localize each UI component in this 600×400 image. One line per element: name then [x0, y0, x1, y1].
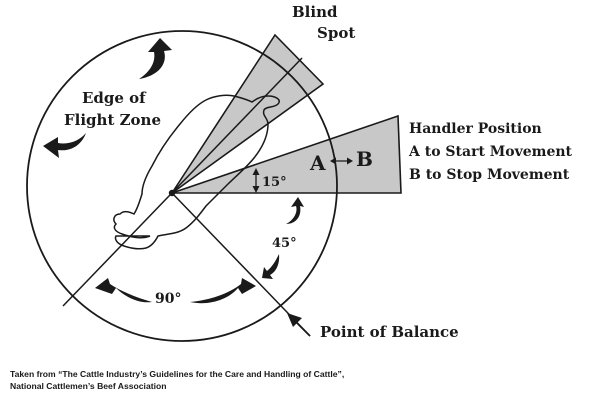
angle-90-arrow-left-icon: [95, 278, 152, 303]
caption-line2: National Cattlemen’s Beef Association: [10, 381, 167, 391]
handler-label-line1: Handler Position: [409, 121, 542, 137]
a-b-double-arrow-icon: [330, 157, 353, 165]
flight-zone-label-line2: Flight Zone: [64, 111, 161, 129]
angle-90-label: 90°: [155, 291, 181, 307]
flight-zone-label-line1: Edge of: [82, 89, 147, 107]
angle-90-arrow-right-icon: [190, 278, 256, 304]
flight-zone-arrow-down-icon: [43, 133, 86, 158]
flight-zone-arrow-up-icon: [139, 38, 172, 79]
angle-45-label: 45°: [272, 236, 297, 251]
blind-spot-label-line2: Spot: [317, 24, 355, 42]
point-of-balance-arrow-icon: [287, 313, 311, 337]
point-of-balance-label: Point of Balance: [320, 323, 459, 341]
cow-outline: [113, 94, 280, 250]
handler-label-line2: A to Start Movement: [408, 144, 573, 160]
blind-spot-label-line1: Blind: [292, 3, 338, 21]
body-axis-line: [62, 57, 303, 307]
flight-zone-circle: [26, 30, 338, 342]
source-caption: Taken from “The Cattle Industry’s Guidel…: [10, 368, 344, 392]
handler-position-wedge: [171, 114, 402, 194]
angle-15-arrow-icon: [252, 168, 260, 193]
angle-15-label: 15°: [262, 175, 287, 190]
handler-label-line3: B to Stop Movement: [409, 167, 570, 183]
caption-line1: Taken from “The Cattle Industry’s Guidel…: [10, 369, 345, 379]
point-of-balance-line: [171, 192, 311, 337]
eye-point: [168, 189, 176, 197]
angle-45-arrow-up-icon: [286, 197, 304, 224]
point-a-label: A: [309, 151, 326, 175]
point-b-label: B: [356, 147, 373, 171]
angle-45-arrow-down-icon: [262, 254, 280, 279]
